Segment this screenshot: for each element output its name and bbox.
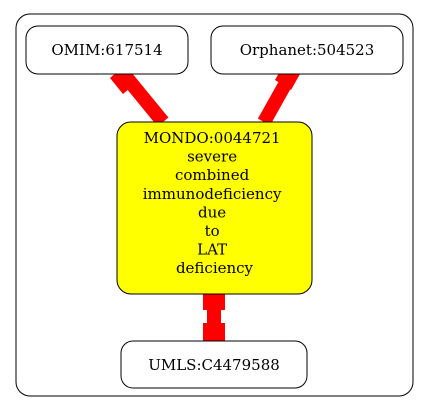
node-mondo-line-1: severe: [187, 148, 237, 166]
cluster-boundary: [15, 13, 414, 397]
node-mondo-line-3: immunodeficiency: [143, 185, 282, 203]
edge-mondo-to-umls: [203, 288, 225, 345]
node-mondo-line-6: LAT: [197, 241, 227, 259]
node-umls-label: UMLS:C4479588: [148, 356, 280, 374]
node-mondo-line-5: to: [205, 222, 220, 240]
node-umls[interactable]: UMLS:C4479588: [120, 340, 308, 389]
node-mondo-line-4: due: [198, 203, 226, 221]
node-omim-label: OMIM:617514: [51, 41, 162, 59]
node-orphanet-box: [210, 25, 404, 75]
node-orphanet-label: Orphanet:504523: [240, 41, 375, 59]
node-mondo-box: [116, 121, 313, 295]
node-mondo-line-7: deficiency: [176, 259, 254, 277]
node-mondo[interactable]: MONDO:0044721 severe combined immunodefi…: [116, 121, 313, 295]
node-mondo-label: MONDO:0044721 severe combined immunodefi…: [143, 129, 286, 277]
node-umls-box: [120, 340, 308, 389]
node-omim[interactable]: OMIM:617514: [25, 25, 189, 75]
node-mondo-line-0: MONDO:0044721: [144, 129, 281, 147]
node-mondo-line-2: combined: [175, 166, 250, 184]
node-omim-box: [25, 25, 189, 75]
edge-mondo-umls-tail-marker: [203, 323, 225, 345]
node-orphanet[interactable]: Orphanet:504523: [210, 25, 404, 75]
